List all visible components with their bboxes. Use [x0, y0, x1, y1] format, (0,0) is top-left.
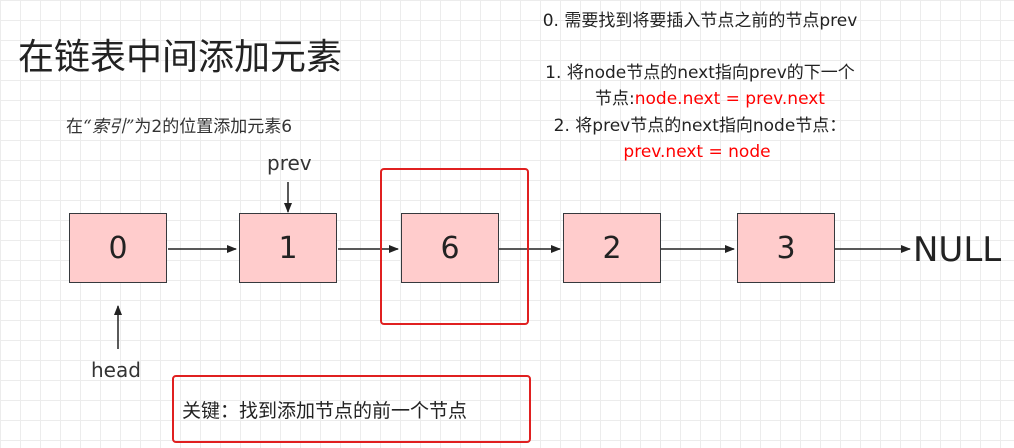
step-1-line-1: 1. 将node节点的next指向prev的下一个 [545, 63, 855, 83]
new-node-highlight [380, 168, 529, 325]
node-2: 2 [563, 213, 661, 283]
key-note-box [172, 375, 531, 443]
step-1-line-2: 节点:node.next = prev.next [450, 86, 970, 112]
head-label: head [91, 358, 141, 382]
node-3: 3 [737, 213, 835, 283]
node-0: 0 [69, 213, 167, 283]
subtitle-prefix: 在 [66, 117, 83, 137]
step-1-code: node.next = prev.next [634, 89, 825, 109]
prev-label: prev [267, 151, 312, 175]
null-label: NULL [913, 230, 1002, 270]
key-note-text: 关键：找到添加节点的前一个节点 [182, 400, 468, 422]
subtitle-quoted: “索引” [83, 117, 135, 137]
subtitle-suffix: 为2的位置添加元素6 [134, 117, 293, 137]
step-2-line-1: 2. 将prev节点的next指向node节点： [553, 116, 847, 136]
step-0: 0. 需要找到将要插入节点之前的节点prev [542, 11, 858, 31]
node-1: 1 [239, 213, 337, 283]
page-title: 在链表中间添加元素 [18, 37, 343, 78]
step-2-code: prev.next = node [623, 142, 771, 162]
step-1-prefix: 节点: [595, 89, 635, 109]
node-6-new: 6 [401, 213, 499, 283]
subtitle: 在“索引”为2的位置添加元素6 [66, 112, 292, 137]
